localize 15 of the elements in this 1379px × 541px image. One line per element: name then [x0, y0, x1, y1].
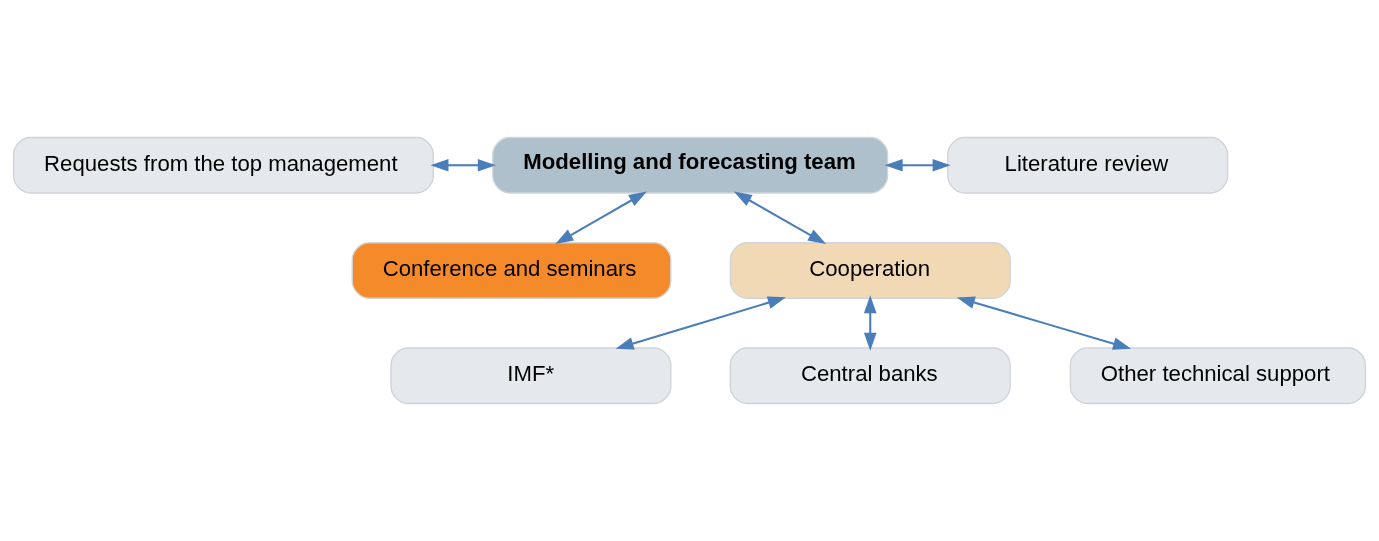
node-box: Cooperation — [729, 242, 1011, 299]
arrow — [956, 296, 1132, 350]
arrow — [863, 295, 877, 351]
node-box: Requests from the top management — [12, 136, 434, 194]
arrow — [733, 191, 827, 244]
node-box: Central banks — [729, 347, 1011, 405]
arrow — [884, 158, 951, 172]
node-box: Modelling and forecasting team — [492, 136, 889, 194]
node-box: Conference and seminars — [351, 242, 672, 299]
node-box: IMF* — [390, 347, 672, 405]
node-box: Literature review — [947, 136, 1229, 194]
arrow — [615, 296, 786, 350]
node-box: Other technical support — [1069, 347, 1367, 405]
arrow — [430, 158, 496, 172]
arrow — [555, 191, 647, 244]
